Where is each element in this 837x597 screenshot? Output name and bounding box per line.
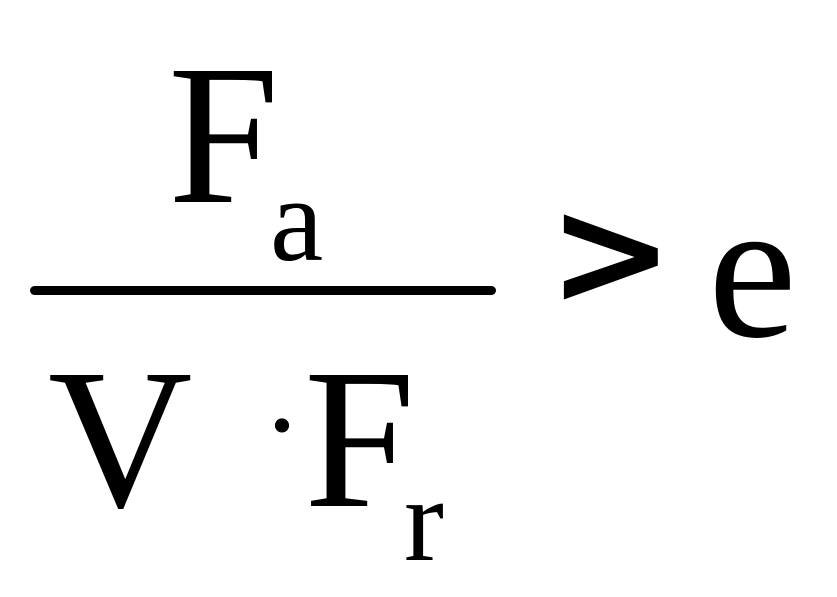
denominator-symbol: F — [304, 329, 416, 550]
relation-symbol: > — [548, 166, 674, 340]
numerator-subscript: a — [270, 153, 324, 286]
rhs-symbol: e — [708, 159, 797, 380]
fraction-bar — [30, 286, 496, 295]
denominator-first-symbol: V — [48, 329, 193, 550]
denominator-operator: · — [262, 358, 302, 491]
denominator-subscript: r — [404, 453, 444, 586]
numerator-symbol: F — [168, 25, 280, 246]
